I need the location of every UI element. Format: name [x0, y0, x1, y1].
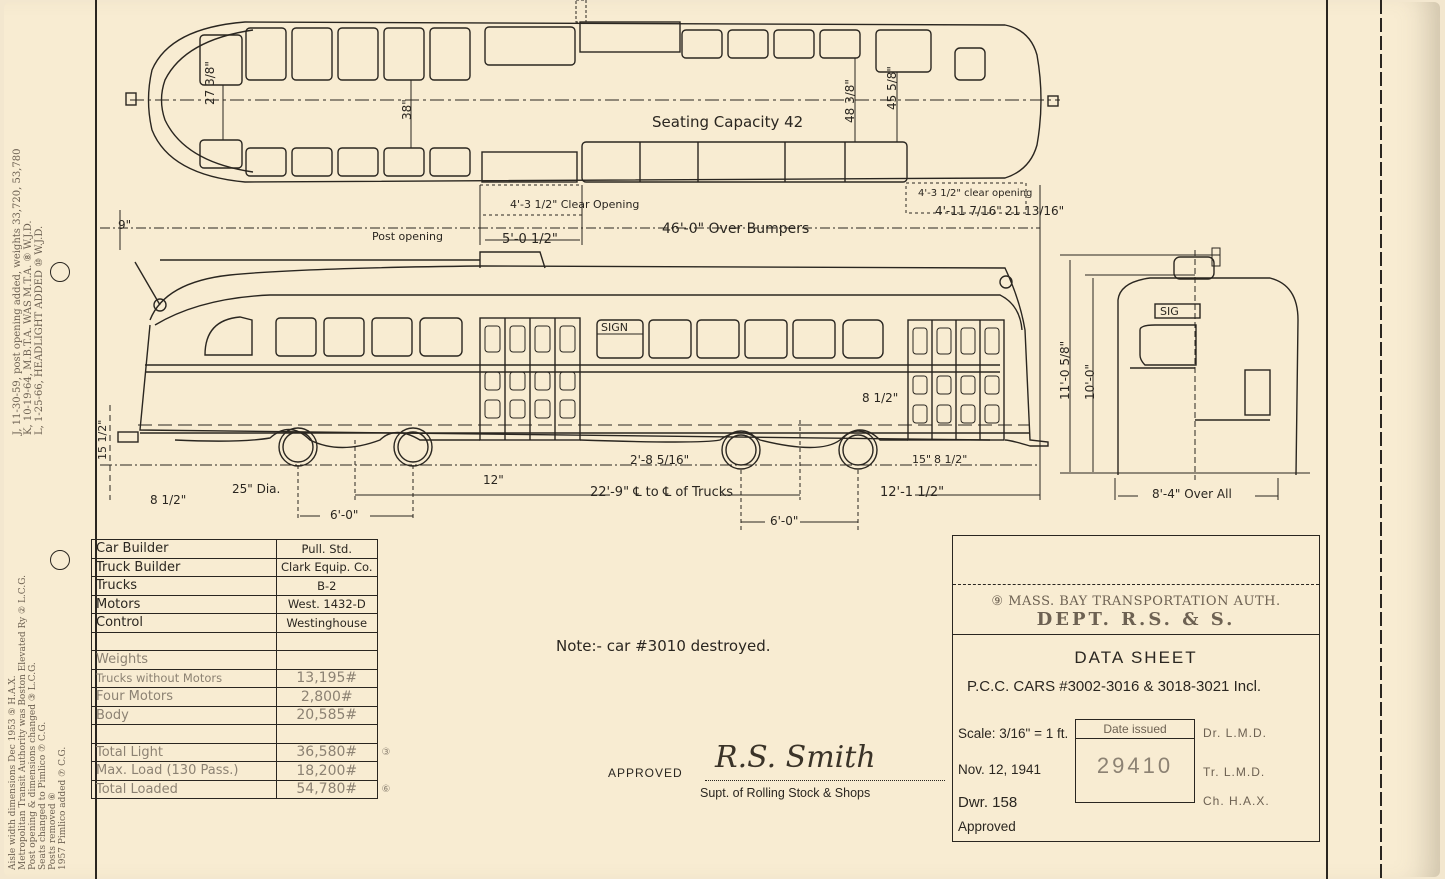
approved-label: APPROVED — [608, 766, 683, 780]
table-row: Max. Load (130 Pass.)18,200# — [91, 761, 397, 781]
table-row: Weights — [91, 650, 397, 670]
drawn-by: Dr. L.M.D. — [1203, 726, 1268, 740]
dim-wheel-diameter: 25" Dia. — [232, 482, 281, 496]
dim-aisle-rear-1: 48 3/8" — [843, 79, 857, 123]
table-row — [91, 631, 397, 651]
dim-coupler-height: 15 1/2" — [96, 419, 109, 460]
dim-aisle-rear-2: 45 5/8" — [885, 66, 899, 110]
signature-line — [705, 780, 945, 781]
dim-over-bumpers: 46'-0" Over Bumpers — [662, 221, 810, 237]
punch-hole-icon — [50, 550, 70, 570]
authority-stamp: ⑨ MASS. BAY TRANSPORTATION AUTH. DEPT. R… — [953, 584, 1319, 635]
border-line-left — [95, 0, 97, 879]
dim-aisle-mid: 38" — [400, 99, 414, 120]
plan-view-drawing — [125, 0, 1060, 216]
wheel-icon — [278, 427, 878, 470]
border-line-right — [1326, 0, 1328, 879]
approver-title: Supt. of Rolling Stock & Shops — [700, 786, 871, 800]
dim-truck-wheelbase-rear: 6'-0" — [770, 514, 799, 528]
dim-step-15: 15" — [912, 453, 932, 466]
side-view-drawing — [117, 251, 1049, 470]
dim-width-overall: 8'-4" Over All — [1152, 487, 1232, 501]
signature: R.S. Smith — [715, 740, 876, 775]
date-issued-stamp: 29410 — [1096, 753, 1174, 778]
dim-rear-offset-2: 21 13/16" — [1005, 204, 1065, 218]
car-numbers: P.C.C. CARS #3002-3016 & 3018-3021 Incl. — [967, 678, 1262, 695]
border-line-outer — [1380, 0, 1382, 879]
dim-height-overall: 11'-0 5/8" — [1058, 340, 1072, 400]
date-issued-box: Date issued 29410 — [1075, 719, 1195, 803]
dim-truck-centers: 22'-9" ℄ to ℄ of Trucks — [590, 485, 734, 500]
dim-step-8: 8 1/2" — [934, 453, 968, 466]
dim-bumper-offset: 9" — [118, 218, 132, 232]
dim-rear-offset-1: 4'-11 7/16" — [935, 204, 1002, 218]
dim-height-body: 10'-0" — [1083, 363, 1097, 400]
dim-rear-overhang: 12'-1 1/2" — [880, 485, 945, 500]
drawing-date: Nov. 12, 1941 — [958, 762, 1042, 777]
title-block-blank-panel — [953, 536, 1319, 585]
dim-aisle-front: 27 3/8" — [203, 61, 217, 105]
end-sign-label: SIG — [1160, 305, 1179, 318]
destroyed-car-note: Note:- car #3010 destroyed. — [556, 637, 771, 655]
checked-by: Ch. H.A.X. — [1203, 794, 1270, 808]
dim-side-step: 8 1/2" — [862, 391, 899, 405]
punch-hole-icon — [50, 262, 70, 282]
dim-post-opening: 5'-0 1/2" — [502, 232, 558, 247]
dim-coupler-setback: 8 1/2" — [150, 493, 187, 507]
end-view-drawing — [1060, 247, 1310, 500]
title-block: ⑨ MASS. BAY TRANSPORTATION AUTH. DEPT. R… — [952, 535, 1320, 842]
dim-step-drop: 12" — [483, 473, 504, 487]
post-opening-label: Post opening — [372, 230, 443, 243]
table-row — [91, 724, 397, 744]
dim-door-clear-rear: 4'-3 1/2" clear opening — [918, 188, 1033, 199]
sheet-title: DATA SHEET — [1074, 648, 1198, 667]
dim-door-clear-front: 4'-3 1/2" Clear Opening — [510, 198, 640, 211]
dim-floor-height: 2'-8 5/16" — [630, 453, 690, 467]
drawing-number: Dwr. 158 — [958, 794, 1018, 811]
dim-truck-wheelbase-front: 6'-0" — [330, 508, 359, 522]
approved-label: Approved — [958, 819, 1016, 834]
seating-capacity-label: Seating Capacity 42 — [652, 113, 804, 131]
traced-by: Tr. L.M.D. — [1203, 765, 1266, 779]
destination-sign-label: SIGN — [601, 321, 628, 334]
scale: Scale: 3/16" = 1 ft. — [958, 726, 1069, 741]
